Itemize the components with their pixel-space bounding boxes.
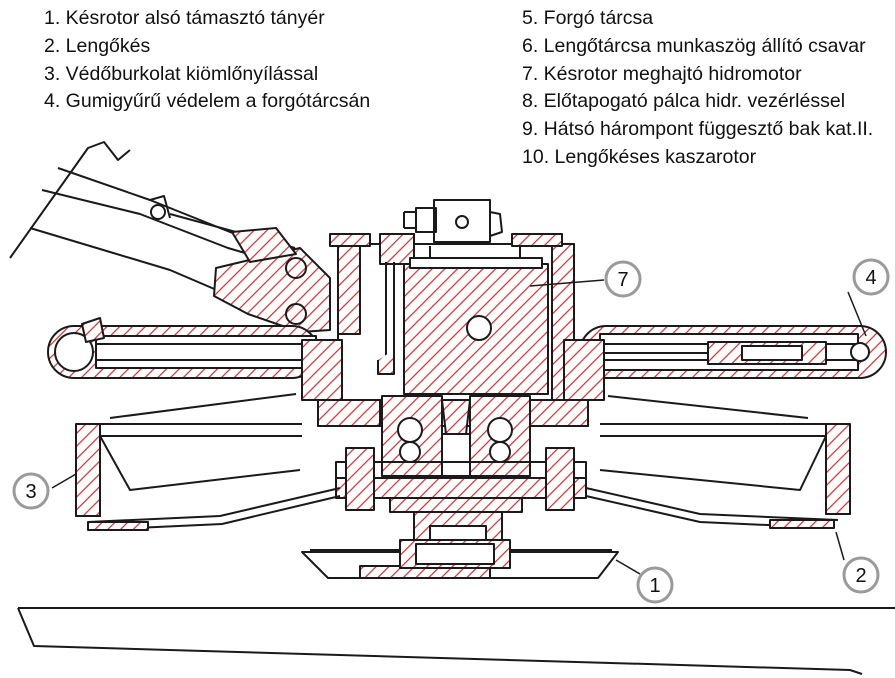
- right-swing-arm: [579, 325, 887, 379]
- legend-item-7: 7. Késrotor meghajtó hidromotor: [522, 62, 802, 85]
- legend-left: 1. Késrotor alsó támasztó tányér 2. Leng…: [44, 5, 370, 116]
- callout-2: 2: [842, 556, 880, 594]
- callout-3: 3: [12, 472, 50, 510]
- callout-4-label: 4: [865, 267, 876, 289]
- legend-item-6: 6. Lengőtárcsa munkaszög állító csavar: [522, 34, 866, 57]
- legend-item-1: 1. Késrotor alsó támasztó tányér: [44, 7, 325, 29]
- callout-1: 1: [636, 566, 674, 604]
- legend-item-9: 9. Hátsó hárompont függesztő bak kat.II.: [522, 118, 874, 141]
- mower-parts: [9, 141, 895, 675]
- legend-item-4: 4. Gumigyűrű védelem a forgótárcsán: [44, 90, 371, 113]
- swing-blades: [87, 487, 839, 531]
- hitch-arm: [9, 141, 331, 333]
- callout-7-label: 7: [617, 269, 628, 291]
- callout-2-label: 2: [855, 565, 866, 587]
- protective-cover: [75, 393, 851, 517]
- legend-right: 5. Forgó tárcsa 6. Lengőtárcsa munkaszög…: [522, 5, 873, 172]
- callout-4: 4: [852, 258, 890, 296]
- valve: [403, 199, 503, 243]
- callouts: 1 2 3 4 7: [12, 258, 890, 604]
- legend-item-5: 5. Forgó tárcsa: [522, 7, 654, 29]
- leader-lines: [51, 279, 867, 575]
- callout-7: 7: [604, 260, 642, 298]
- callout-1-label: 1: [649, 575, 660, 597]
- legend-item-2: 2. Lengőkés: [44, 34, 151, 57]
- rotating-disc: [335, 447, 587, 543]
- callout-3-label: 3: [25, 481, 36, 503]
- hydraulic-motor: [403, 246, 549, 395]
- ground-line: [17, 607, 895, 675]
- support-plate: [301, 539, 619, 579]
- legend-item-10: 10. Lengőkéses kaszarotor: [522, 145, 757, 168]
- left-swing-arm: [47, 317, 319, 379]
- legend-item-3: 3. Védőburkolat kiömlőnyílással: [44, 62, 319, 85]
- legend-item-8: 8. Előtapogató pálca hidr. vezérléssel: [522, 90, 846, 113]
